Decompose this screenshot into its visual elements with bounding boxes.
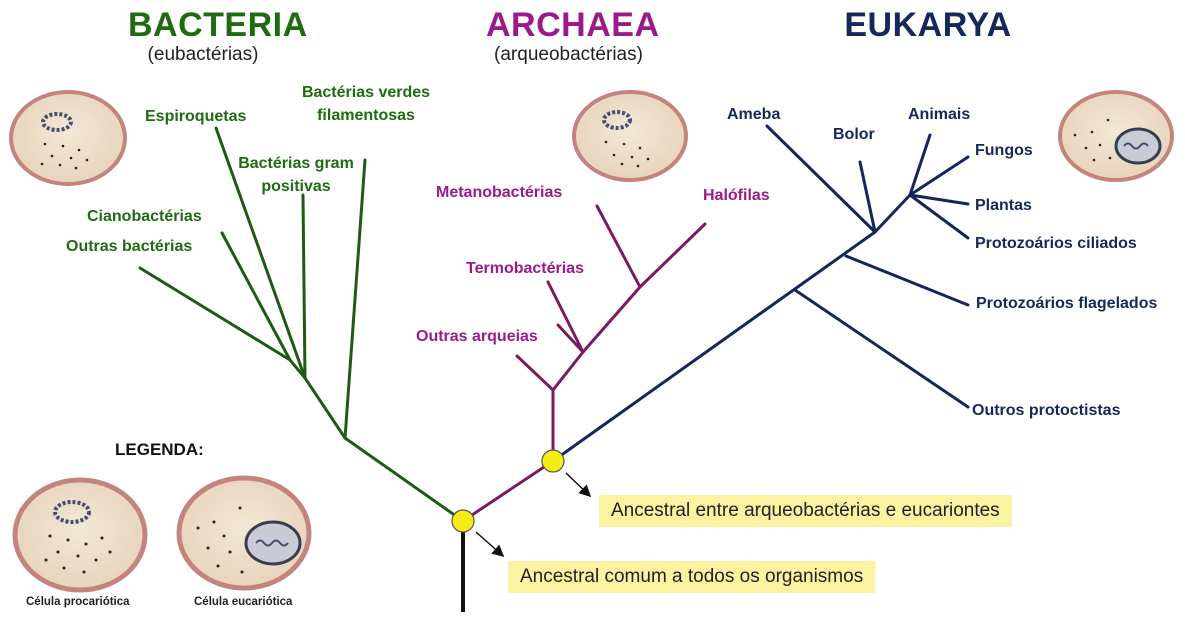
legend-prokaryotic-cell-icon (12, 477, 148, 593)
archaea-eukarya-ancestor-node (541, 449, 565, 473)
label-fungos: Fungos (975, 142, 1033, 159)
label-outros-protoctistas: Outros protoctistas (972, 402, 1121, 419)
annotation-common-ancestor: Ancestral comum a todos os organismos (508, 561, 876, 593)
eukarya-title: EUKARYA (844, 6, 1012, 44)
label-animais: Animais (908, 106, 971, 123)
label-halofilas: Halófilas (703, 187, 770, 204)
label-metanobacterias: Metanobactérias (436, 184, 563, 201)
label-bacterias-gram-positivas: Bactérias gram positivas (238, 155, 354, 195)
label-outras-arqueias: Outras arqueias (416, 328, 538, 345)
archaea-eukarya-ancestor-arrow (565, 472, 592, 498)
bacteria-title: BACTERIA (128, 6, 308, 44)
label-outras-bacterias: Outras bactérias (66, 238, 193, 255)
label-ameba: Ameba (727, 106, 781, 123)
label-protozoarios-ciliados: Protozoários ciliados (975, 235, 1137, 252)
label-termobacterias: Termobactérias (466, 260, 584, 277)
legend-title: LEGENDA: (115, 440, 204, 459)
archaea-subtitle: (arqueobactérias) (494, 44, 643, 65)
eukarya-branches (551, 124, 970, 463)
legend-eukaryotic-cell-icon (176, 475, 312, 591)
label-espiroquetas: Espiroquetas (145, 108, 247, 125)
archaea-cell-icon (572, 90, 688, 182)
label-cianobacterias: Cianobactérias (87, 208, 202, 225)
label-protozoarios-flagelados: Protozoários flagelados (976, 295, 1158, 312)
common-ancestor-arrow (475, 531, 505, 557)
label-bolor: Bolor (833, 126, 875, 143)
common-ancestor-node (451, 509, 475, 533)
archaea-branches (461, 204, 707, 523)
eukarya-cell-icon (1058, 90, 1174, 182)
bacteria-subtitle: (eubactérias) (147, 44, 259, 65)
annotation-archaea-eukarya-ancestor: Ancestral entre arqueobactérias e eucari… (599, 495, 1012, 527)
label-bacterias-verdes-filamentosas: Bactérias verdes filamentosas (301, 84, 431, 124)
bacteria-cell-icon (9, 90, 127, 186)
bacteria-branches (138, 126, 465, 523)
label-plantas: Plantas (975, 197, 1032, 214)
archaea-title: ARCHAEA (486, 6, 660, 44)
legend-prokaryotic-caption: Célula procariótica (26, 596, 130, 608)
legend-eukaryotic-caption: Célula eucariótica (194, 596, 293, 608)
